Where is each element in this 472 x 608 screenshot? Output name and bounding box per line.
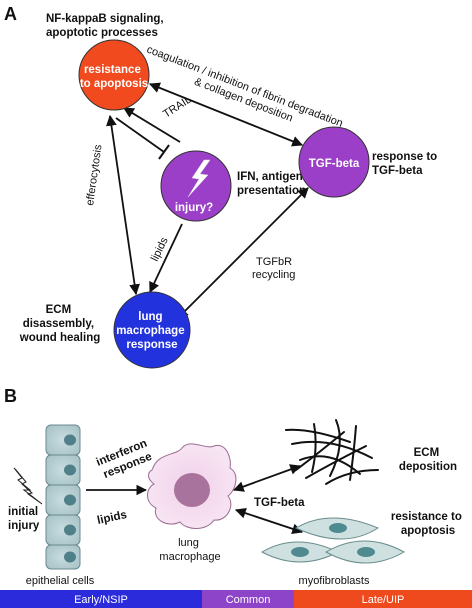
myofibroblast-nucleus xyxy=(291,547,309,557)
node-lung-macrophage: lung macrophage response xyxy=(113,291,191,369)
lung-macrophage-label: lung macrophage xyxy=(159,537,220,563)
node-resistance: resistance to apoptosis xyxy=(78,39,150,111)
initial-injury-label: initial injury xyxy=(8,506,41,532)
phase-early-segment xyxy=(0,590,202,608)
ecm-fiber xyxy=(299,455,361,475)
ecm-fibers xyxy=(285,419,379,485)
panel-a-letter: A xyxy=(4,4,17,24)
myofibroblast-nucleus xyxy=(329,523,347,533)
tgf-circle xyxy=(298,126,370,198)
efferocytosis-label: efferocytosis xyxy=(84,143,105,206)
phase-bar: Early/NSIP Common Late/UIP xyxy=(0,590,472,608)
nfkb-annotation: NF-kappaB signaling, apoptotic processes xyxy=(46,13,167,39)
ecm-annotation: ECM disassembly, wound healing xyxy=(19,304,101,344)
macrophage-cell xyxy=(147,443,237,529)
tgf-node-label: TGF-beta xyxy=(309,158,360,170)
phase-common-segment xyxy=(202,590,294,608)
resistance-circle xyxy=(78,39,150,111)
ecm-deposition-label: ECM deposition xyxy=(399,447,457,473)
edge-macrophage-ecm xyxy=(232,464,302,492)
ifn-annotation: IFN, antigen presentation xyxy=(237,171,306,197)
lung-node-label: lung macrophage response xyxy=(116,311,188,351)
edge-resistance-tgf xyxy=(148,82,304,147)
lipids-b-label: lipids xyxy=(96,509,128,527)
epithelial-nucleus xyxy=(64,494,76,506)
tgfbr-label: TGFbR recycling xyxy=(252,256,295,281)
tgf-beta-b-label: TGF-beta xyxy=(254,497,305,509)
phase-common-label: Common xyxy=(226,594,271,606)
injury-lightning-icon xyxy=(13,467,43,505)
resistance-node-label: resistance to apoptosis xyxy=(80,64,148,90)
panel-b-letter: B xyxy=(4,386,17,406)
myofibroblast-nucleus xyxy=(357,547,375,557)
edge-inhibit-bar xyxy=(158,144,170,160)
resistance-apoptosis-b-label: resistance to apoptosis xyxy=(391,511,465,537)
epithelial-nucleus xyxy=(64,434,76,446)
ecm-fiber xyxy=(305,445,367,479)
phase-early-label: Early/NSIP xyxy=(74,594,128,606)
phase-late-label: Late/UIP xyxy=(362,594,405,606)
interferon-label: interferon response xyxy=(95,436,157,481)
myofibroblasts xyxy=(260,517,406,564)
lipids-edge-label: lipids xyxy=(149,235,171,263)
macrophage-nucleus xyxy=(174,473,210,507)
injury-node-label: injury? xyxy=(175,202,213,214)
epithelial-nucleus xyxy=(64,464,76,476)
epithelial-nucleus xyxy=(64,551,76,563)
epithelial-nucleus xyxy=(64,524,76,536)
ecm-fiber xyxy=(295,431,345,471)
myofibroblasts-label: myofibroblasts xyxy=(299,575,370,587)
epithelial-cell xyxy=(45,544,81,570)
ecm-fiber xyxy=(325,469,379,485)
node-tgf: TGF-beta xyxy=(298,126,370,198)
edge-macrophage-myofibroblasts xyxy=(234,507,304,535)
lightning-icon xyxy=(187,159,211,198)
epithelial-cells-label: epithelial cells xyxy=(26,575,95,587)
node-injury: injury? xyxy=(160,150,232,222)
edge-lipids xyxy=(149,223,183,293)
trail-label: TRAIL xyxy=(161,93,194,120)
edge-efferocytosis xyxy=(106,114,140,296)
phase-late-segment xyxy=(294,590,472,608)
lung-circle xyxy=(113,291,191,369)
epithelial-cells xyxy=(45,424,81,570)
ecm-fiber xyxy=(285,428,351,443)
tgf-response-annotation: response to TGF-beta xyxy=(372,151,440,177)
edge-tgfbr xyxy=(177,187,309,319)
edge-trail xyxy=(123,107,181,143)
edge-inhibit xyxy=(115,117,165,153)
ecm-fiber xyxy=(329,419,341,477)
ecm-fiber xyxy=(311,423,317,473)
